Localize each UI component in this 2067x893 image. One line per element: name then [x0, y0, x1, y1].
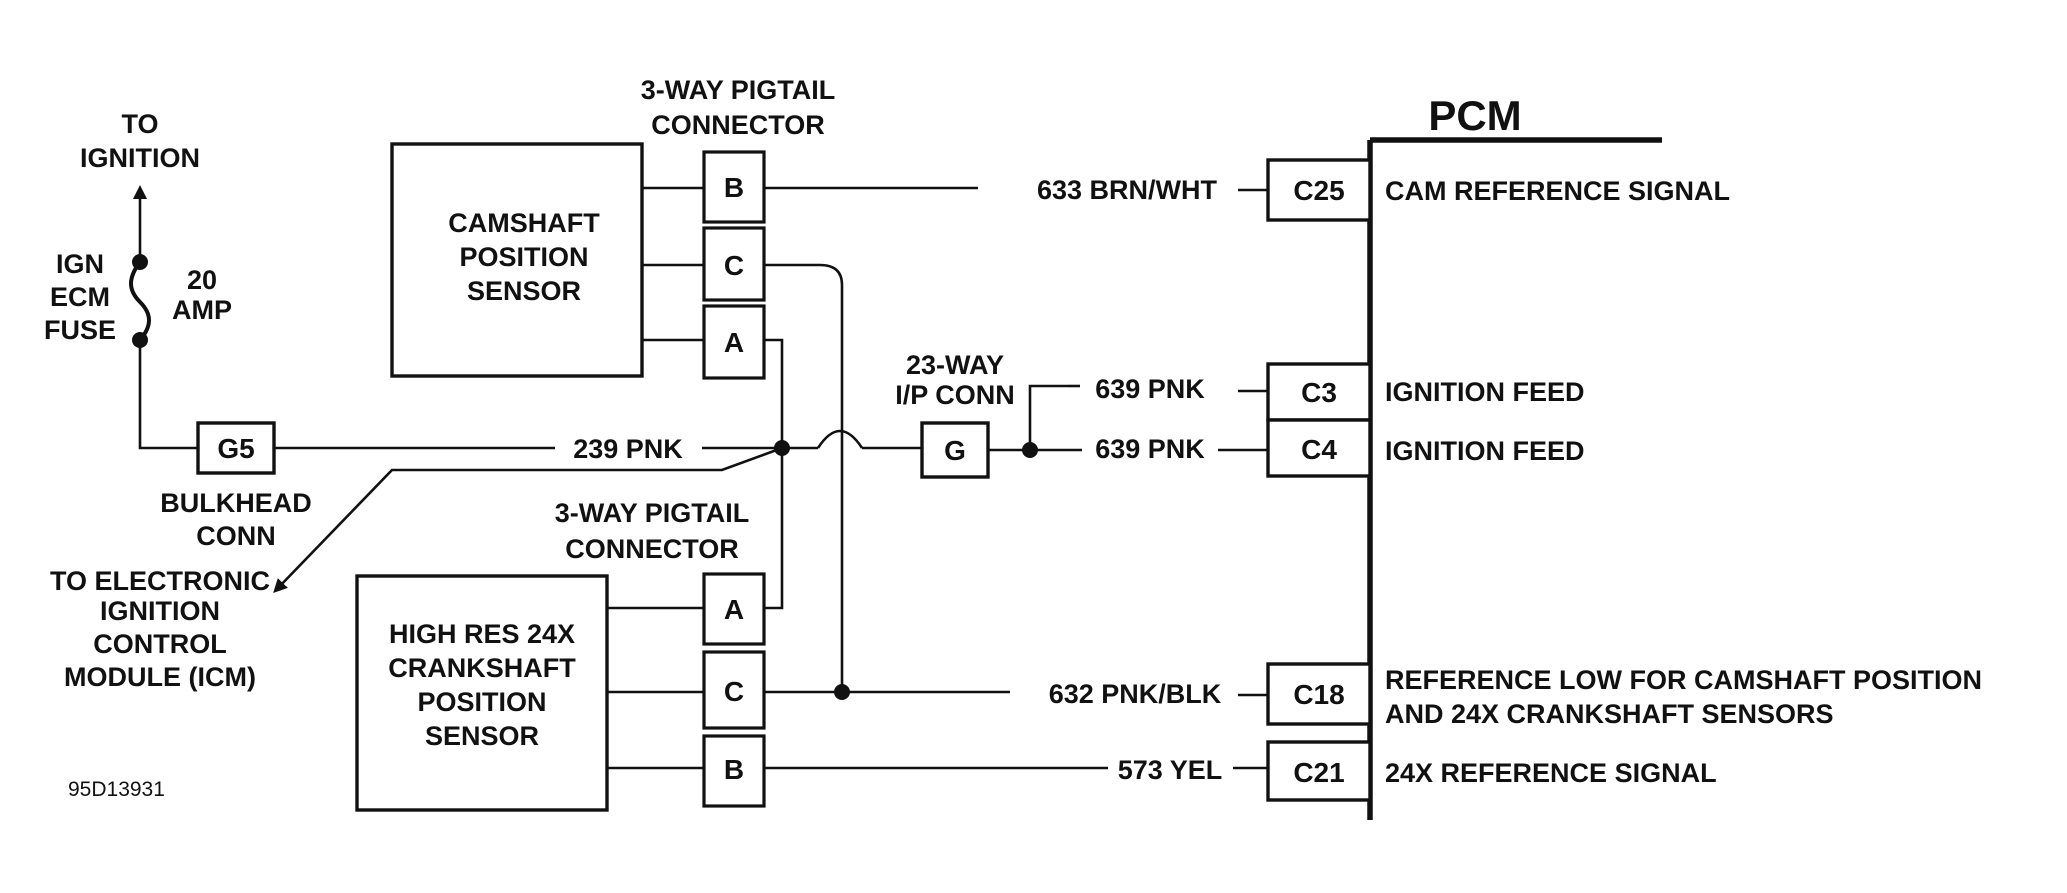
wire-633-brn-wht: 633 BRN/WHT	[764, 175, 1268, 205]
wire-239-pnk-label: 239 PNK	[573, 434, 683, 464]
cam-connector-pin-c-label: C	[724, 250, 744, 281]
pcm-pin-c4-id: C4	[1301, 434, 1337, 465]
crank-connector-pin-b-label: B	[724, 754, 744, 785]
cam-connector-pin-c	[702, 226, 766, 302]
crankshaft-sensor-label-4: SENSOR	[425, 721, 539, 751]
crank-connector-pin-a-label: A	[724, 594, 744, 625]
wire-cam-c-ground	[764, 263, 844, 697]
fuse-rating-2: AMP	[172, 295, 232, 325]
icm-arrow	[273, 446, 783, 594]
pcm-pin-c25-function: CAM REFERENCE SIGNAL	[1385, 176, 1730, 206]
to-ignition-label-1: TO	[121, 109, 158, 139]
ip-connector-label-1: 23-WAY	[906, 350, 1004, 380]
wire-639-pnk-c3-label: 639 PNK	[1095, 374, 1205, 404]
camshaft-sensor-body	[390, 142, 644, 378]
pcm-pin-c3: C3 IGNITION FEED 639 PNK	[1068, 362, 1585, 422]
crankshaft-sensor: HIGH RES 24X CRANKSHAFT POSITION SENSOR	[355, 574, 704, 812]
bulkhead-label-1: BULKHEAD	[160, 488, 312, 518]
ip-connector-pin-g-label: G	[944, 435, 966, 466]
crankshaft-sensor-label-2: CRANKSHAFT	[388, 653, 576, 683]
fuse-to-bulkhead-wire	[138, 340, 198, 450]
ip-connector-pin-g	[920, 421, 990, 479]
wire-639-pnk-c4-label: 639 PNK	[1095, 434, 1205, 464]
crank-connector-label-1: 3-WAY PIGTAIL	[555, 498, 750, 528]
icm-label-4: MODULE (ICM)	[64, 662, 256, 692]
fuse-name-3: FUSE	[44, 315, 116, 345]
crankshaft-sensor-label-3: POSITION	[417, 687, 546, 717]
wire-crossover-hop	[816, 429, 864, 449]
wire-632-pnk-blk-label: 632 PNK/BLK	[1049, 679, 1222, 709]
cam-pigtail-connector: 3-WAY PIGTAIL CONNECTOR B C A	[641, 75, 836, 380]
camshaft-sensor-label-3: SENSOR	[467, 276, 581, 306]
cam-connector-label-2: CONNECTOR	[651, 110, 825, 140]
pcm-pin-c4: C4 IGNITION FEED 639 PNK	[1082, 418, 1585, 478]
icm-branch: TO ELECTRONIC IGNITION CONTROL MODULE (I…	[50, 446, 783, 692]
pcm-pin-c21-id: C21	[1293, 757, 1344, 788]
pcm-pin-c4-function: IGNITION FEED	[1385, 436, 1585, 466]
pcm-pin-c18-function-1: REFERENCE LOW FOR CAMSHAFT POSITION	[1385, 665, 1982, 695]
pcm-pin-c21-function: 24X REFERENCE SIGNAL	[1385, 758, 1717, 788]
crank-connector-pin-a	[702, 572, 766, 646]
wire-239-pnk: 239 PNK	[274, 429, 922, 464]
cam-connector-pin-b-label: B	[724, 172, 744, 203]
pcm-pin-c3-id: C3	[1301, 377, 1337, 408]
fuse-icon	[129, 260, 151, 342]
crankshaft-sensor-label-1: HIGH RES 24X	[389, 619, 575, 649]
wire-632-pnk-blk: 632 PNK/BLK	[764, 679, 1268, 709]
ip-connector-label-2: I/P CONN	[895, 380, 1015, 410]
icm-label-3: CONTROL	[93, 629, 226, 659]
wire-633-brn-wht-label: 633 BRN/WHT	[1037, 175, 1218, 205]
wire-573-yel: 573 YEL	[764, 755, 1268, 785]
pcm-pin-c21: C21 24X REFERENCE SIGNAL	[1266, 740, 1717, 802]
cam-connector-label-1: 3-WAY PIGTAIL	[641, 75, 836, 105]
crank-connector-pin-c-label: C	[724, 676, 744, 707]
crank-pigtail-connector: 3-WAY PIGTAIL CONNECTOR A C B	[555, 498, 766, 808]
pcm-pin-c25: C25 CAM REFERENCE SIGNAL	[1266, 158, 1730, 222]
fuse-rating-1: 20	[187, 265, 217, 295]
fuse-name-1: IGN	[56, 249, 104, 279]
crank-connector-pin-b	[702, 734, 766, 808]
wire-crank-a-feed	[764, 448, 784, 610]
icm-label-1: TO ELECTRONIC	[50, 566, 270, 596]
wire-573-yel-label: 573 YEL	[1118, 755, 1223, 785]
crank-connector-pin-c	[702, 650, 766, 730]
pcm-pin-c18: C18 REFERENCE LOW FOR CAMSHAFT POSITION …	[1266, 662, 1982, 729]
crank-connector-label-2: CONNECTOR	[565, 534, 739, 564]
wire-639-pnk-c3	[1028, 384, 1068, 450]
figure-code: 95D13931	[68, 778, 165, 801]
pcm-title: PCM	[1428, 92, 1521, 139]
bulkhead-connector: G5 BULKHEAD CONN	[160, 421, 312, 551]
cam-connector-pin-b	[702, 150, 766, 224]
pcm-pin-c18-function-2: AND 24X CRANKSHAFT SENSORS	[1385, 699, 1834, 729]
ignition-fuse-group: TO IGNITION IGN ECM FUSE 20 AMP	[44, 109, 232, 450]
splice-632-pnk-blk	[834, 684, 850, 700]
fuse-name-2: ECM	[50, 282, 110, 312]
camshaft-sensor-label-1: CAMSHAFT	[448, 208, 600, 238]
to-ignition-label-2: IGNITION	[80, 143, 200, 173]
crankshaft-sensor-body	[355, 574, 609, 812]
bulkhead-label-2: CONN	[196, 521, 276, 551]
bulkhead-pin-g5-label: G5	[217, 433, 254, 464]
pcm-pin-c3-function: IGNITION FEED	[1385, 377, 1585, 407]
cam-connector-pin-a	[702, 304, 766, 380]
pcm-pin-c25-id: C25	[1293, 175, 1344, 206]
camshaft-sensor: CAMSHAFT POSITION SENSOR	[390, 142, 704, 378]
pcm-pin-c18-id: C18	[1293, 679, 1344, 710]
icm-label-2: IGNITION	[100, 596, 220, 626]
camshaft-sensor-label-2: POSITION	[459, 242, 588, 272]
wire-cam-a-feed	[764, 338, 784, 448]
cam-connector-pin-a-label: A	[724, 327, 744, 358]
